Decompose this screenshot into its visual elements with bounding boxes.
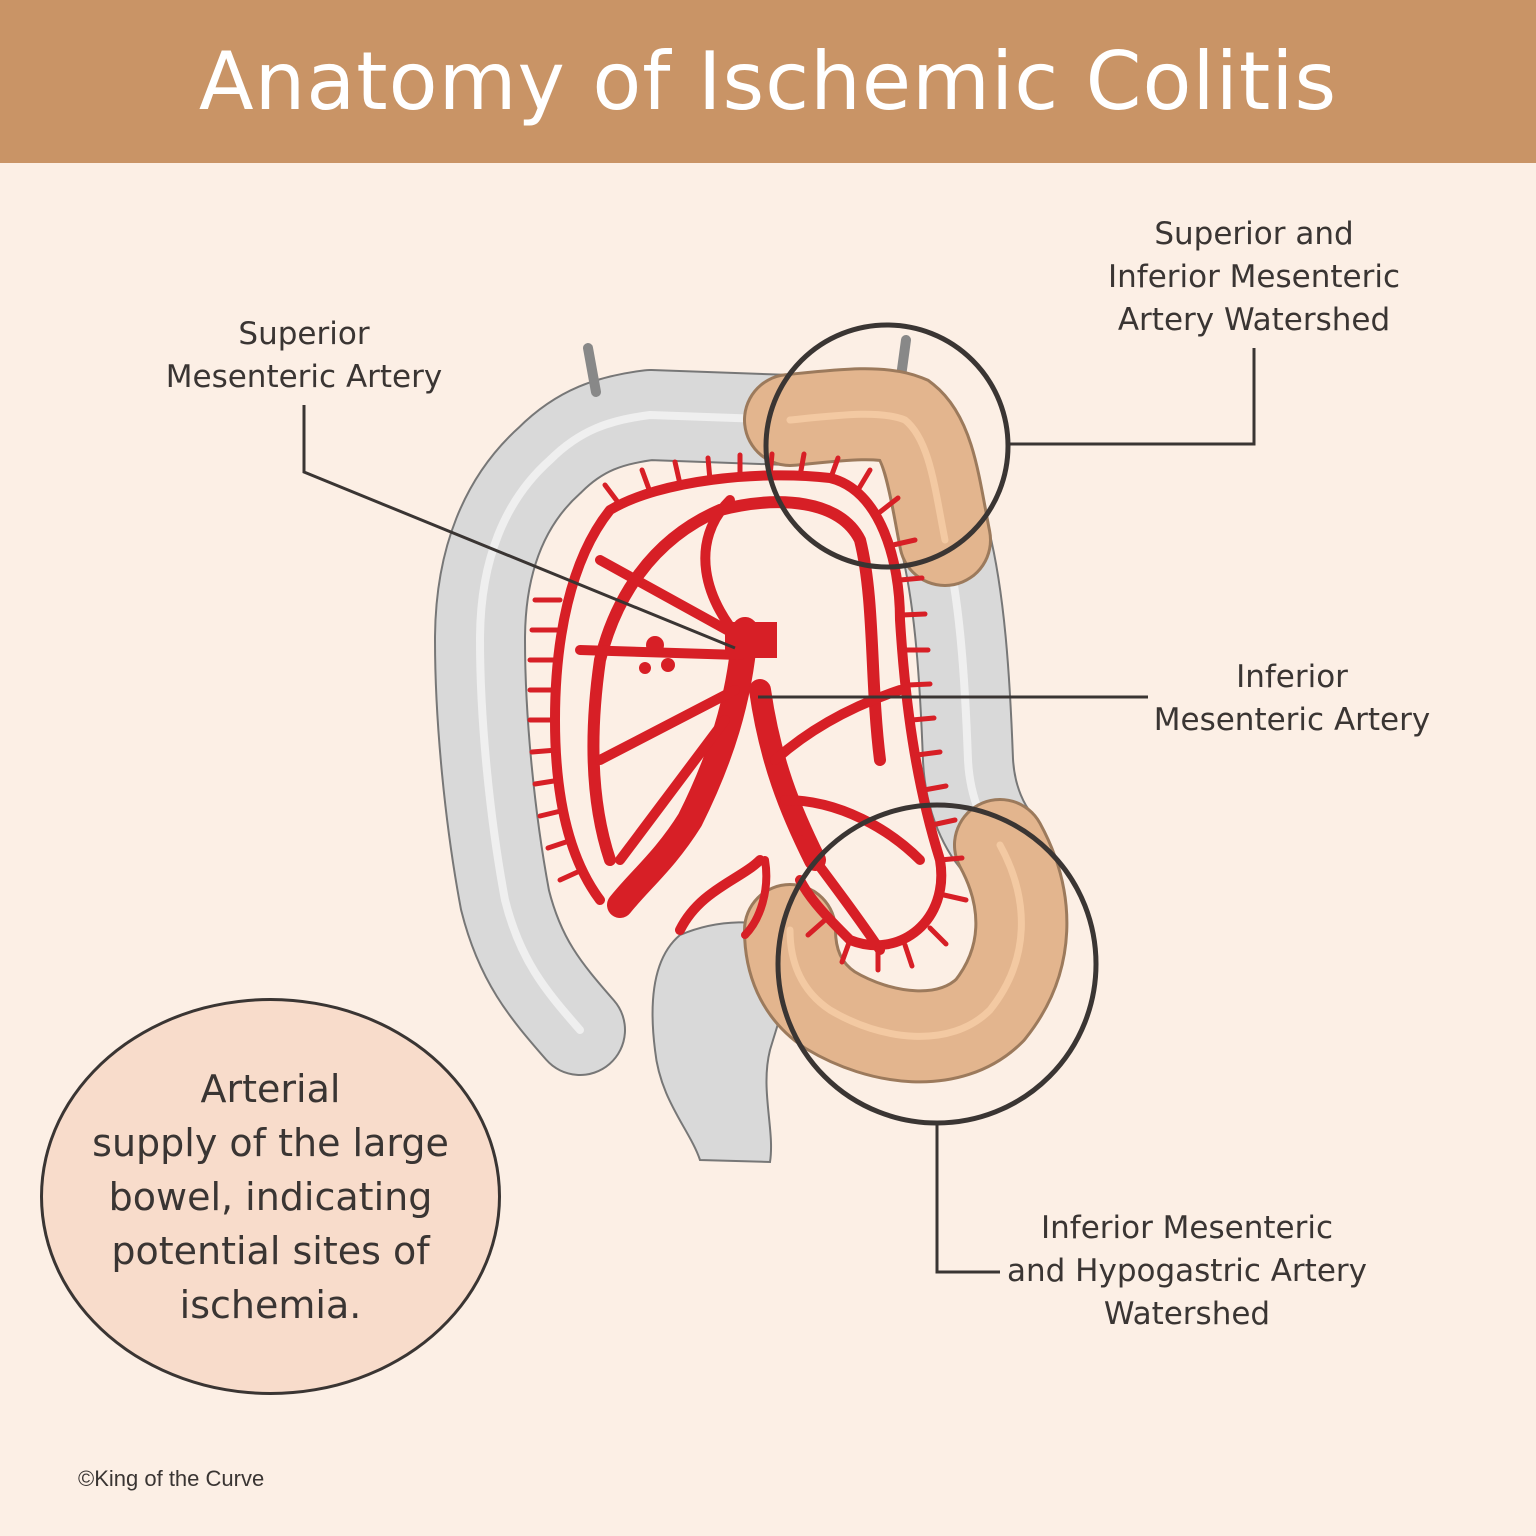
watershed-bottom-circle bbox=[775, 802, 1099, 1126]
label-inferior-mesenteric-artery: Inferior Mesenteric Artery bbox=[1153, 659, 1431, 738]
marginal-artery bbox=[550, 470, 947, 951]
label-superior-inferior-watershed: Superior and Inferior Mesenteric Artery … bbox=[1107, 216, 1401, 338]
arteries bbox=[550, 470, 947, 955]
watershed-colon bbox=[743, 367, 1069, 1084]
sma-trunk bbox=[607, 617, 758, 918]
label-superior-mesenteric-artery: Superior Mesenteric Artery bbox=[165, 316, 443, 395]
summary-note: Arterial supply of the large bowel, indi… bbox=[40, 998, 501, 1395]
leader-lines bbox=[302, 348, 1256, 1274]
summary-note-text: Arterial supply of the large bowel, indi… bbox=[92, 1066, 449, 1327]
ima-trunk bbox=[749, 679, 826, 871]
header-banner: Anatomy of Ischemic Colitis bbox=[0, 0, 1536, 163]
label-inferior-hypogastric-watershed: Inferior Mesenteric and Hypogastric Arte… bbox=[1007, 1210, 1367, 1332]
watershed-top-leader bbox=[1010, 348, 1256, 446]
watershed-top-circle bbox=[763, 322, 1011, 570]
sma-leader bbox=[302, 405, 736, 650]
copyright: ©King of the Curve bbox=[78, 1466, 265, 1491]
watershed-bottom-leader bbox=[935, 1125, 1000, 1274]
page-title: Anatomy of Ischemic Colitis bbox=[198, 35, 1338, 128]
vasa-recta bbox=[527, 451, 969, 973]
